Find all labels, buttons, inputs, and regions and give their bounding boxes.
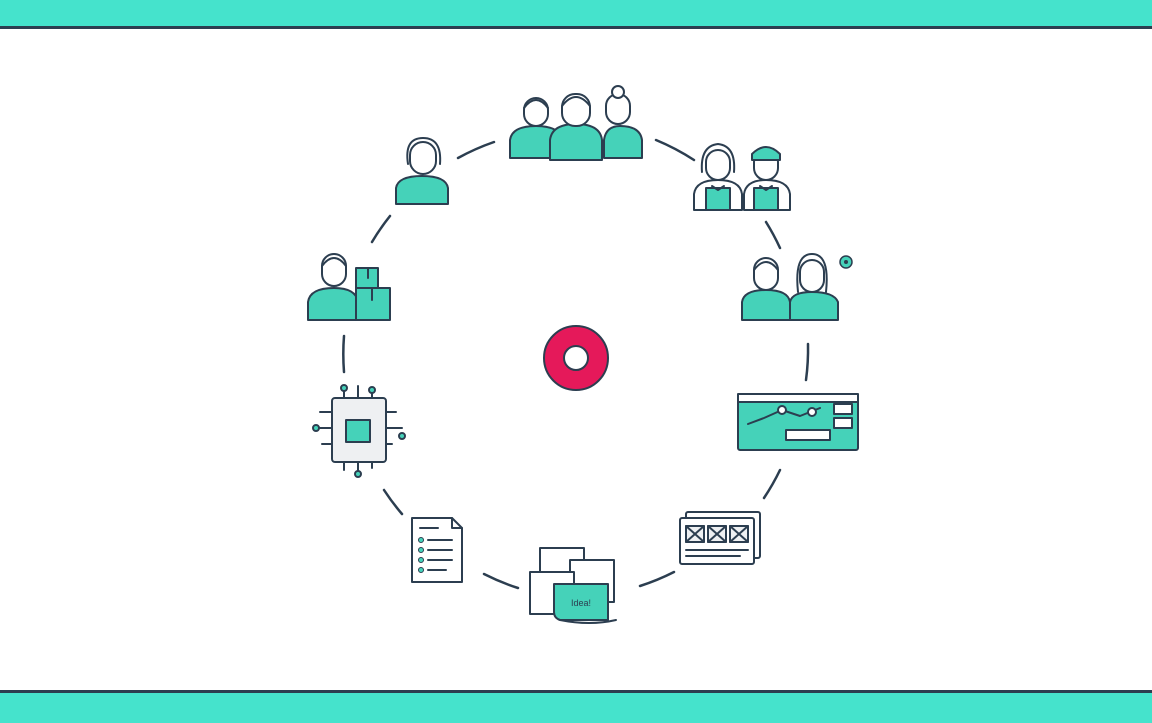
checklist-document-icon [411,517,463,583]
top-border-band [0,0,1152,29]
cycle-connectors [342,138,810,590]
waiter-couple-icon [693,143,791,211]
donut-ring-icon [543,325,609,391]
idea-label: Idea! [571,598,591,608]
person-with-boxes-icon [307,253,391,321]
microchip-icon [312,384,406,478]
dashboard-screen-icon [737,393,859,451]
customer-pair-icon [741,253,853,321]
group-of-people-icon [509,85,643,161]
single-person-icon [395,137,449,205]
bottom-border-band [0,690,1152,723]
idea-notes-icon: Idea! [529,547,617,624]
wireframe-cards-icon [679,511,761,565]
